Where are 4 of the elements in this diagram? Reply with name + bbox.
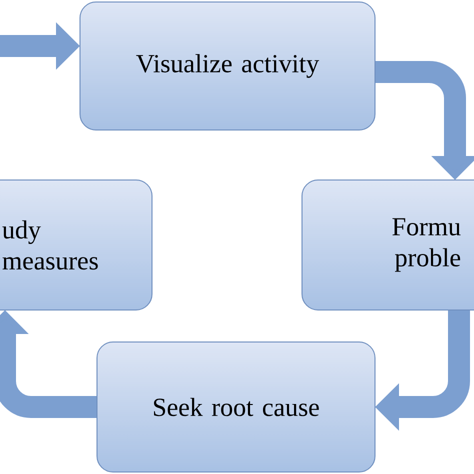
- process-box: Formu proble: [302, 180, 474, 310]
- process-box: Seek root cause: [96, 342, 376, 472]
- process-box: Visualize activity: [80, 2, 376, 130]
- process-box: udy measures: [0, 180, 152, 310]
